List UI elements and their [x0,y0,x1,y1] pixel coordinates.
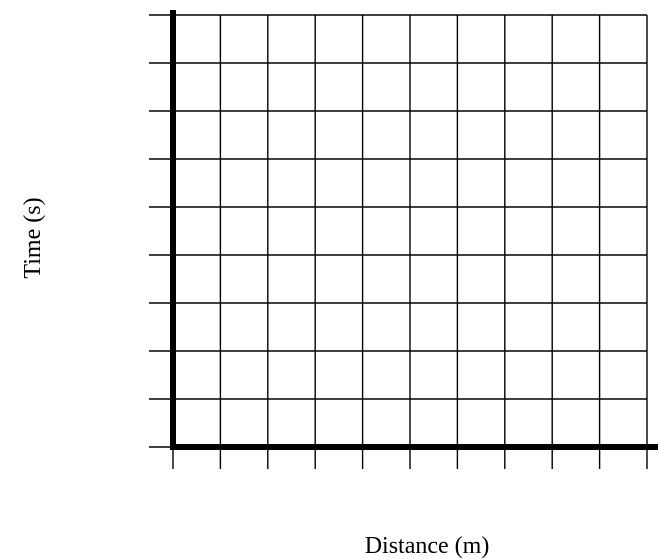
x-axis-label: Distance (m) [365,533,490,559]
axes [170,10,658,450]
y-axis-label: Time (s) [20,197,46,278]
axis-ticks [149,14,648,469]
grid-lines [173,14,648,447]
